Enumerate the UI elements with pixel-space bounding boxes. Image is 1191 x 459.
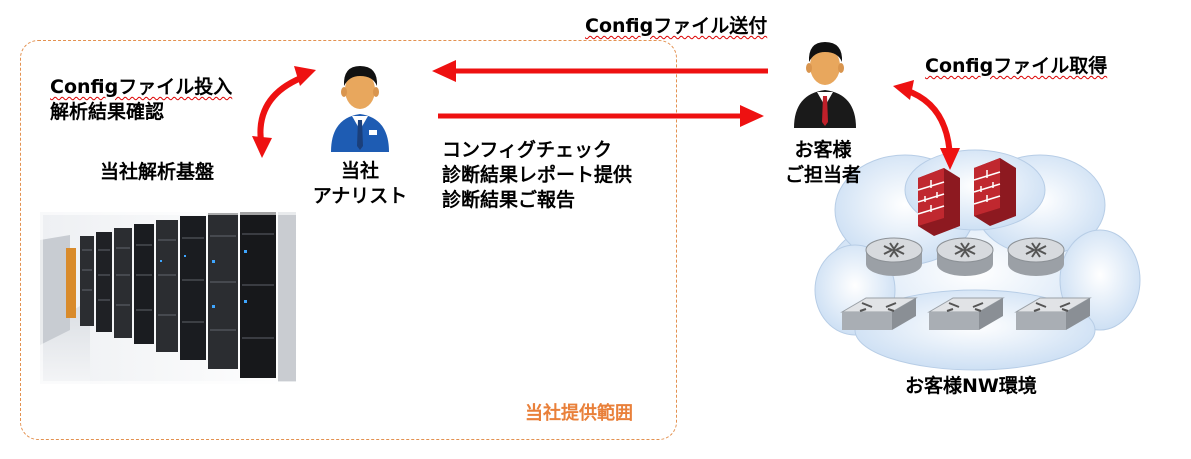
label-customer: お客様 ご担当者 xyxy=(768,138,878,188)
label-service: コンフィグチェック 診断結果レポート提供 診断結果ご報告 xyxy=(442,138,632,213)
label-analyst-line1: 当社 xyxy=(340,160,379,182)
router-icon xyxy=(936,237,994,276)
label-config-get: Configファイル取得 xyxy=(925,54,1107,79)
label-config-input: Configファイル投入 解析結果確認 xyxy=(50,75,232,125)
arrow-config-get xyxy=(903,87,953,159)
label-customer-env: お客様NW環境 xyxy=(905,375,1037,397)
label-analysis-platform: 当社解析基盤 xyxy=(100,161,215,183)
switch-icon xyxy=(927,297,1005,330)
arrow-report-head xyxy=(740,105,764,127)
label-config-get-text: Configファイル取得 xyxy=(925,55,1108,77)
customer-person-icon xyxy=(794,42,856,128)
service-scope-label: 当社提供範囲 xyxy=(525,403,633,424)
label-config-send: Configファイル送付 xyxy=(585,14,767,39)
label-service-line2: 診断結果レポート提供 xyxy=(442,164,633,186)
firewall-icon xyxy=(973,158,1016,226)
analyst-person-icon xyxy=(331,66,389,152)
firewall-icon xyxy=(917,168,960,236)
router-icon xyxy=(1007,237,1065,276)
label-config-send-text: Configファイル送付 xyxy=(585,15,768,37)
label-customer-line1: お客様 xyxy=(794,139,852,161)
label-service-line3: 診断結果ご報告 xyxy=(442,189,576,211)
label-service-line1: コンフィグチェック xyxy=(442,139,613,161)
label-config-input-line2: 解析結果確認 xyxy=(50,101,165,123)
service-scope-box xyxy=(20,40,677,440)
label-analyst: 当社 アナリスト xyxy=(305,159,415,209)
label-customer-line2: ご担当者 xyxy=(784,164,861,186)
switch-icon xyxy=(840,297,918,330)
label-config-input-line1: Configファイル投入 xyxy=(50,76,233,98)
switch-icon xyxy=(1014,297,1092,330)
label-analyst-line2: アナリスト xyxy=(312,185,408,207)
router-icon xyxy=(865,237,923,276)
